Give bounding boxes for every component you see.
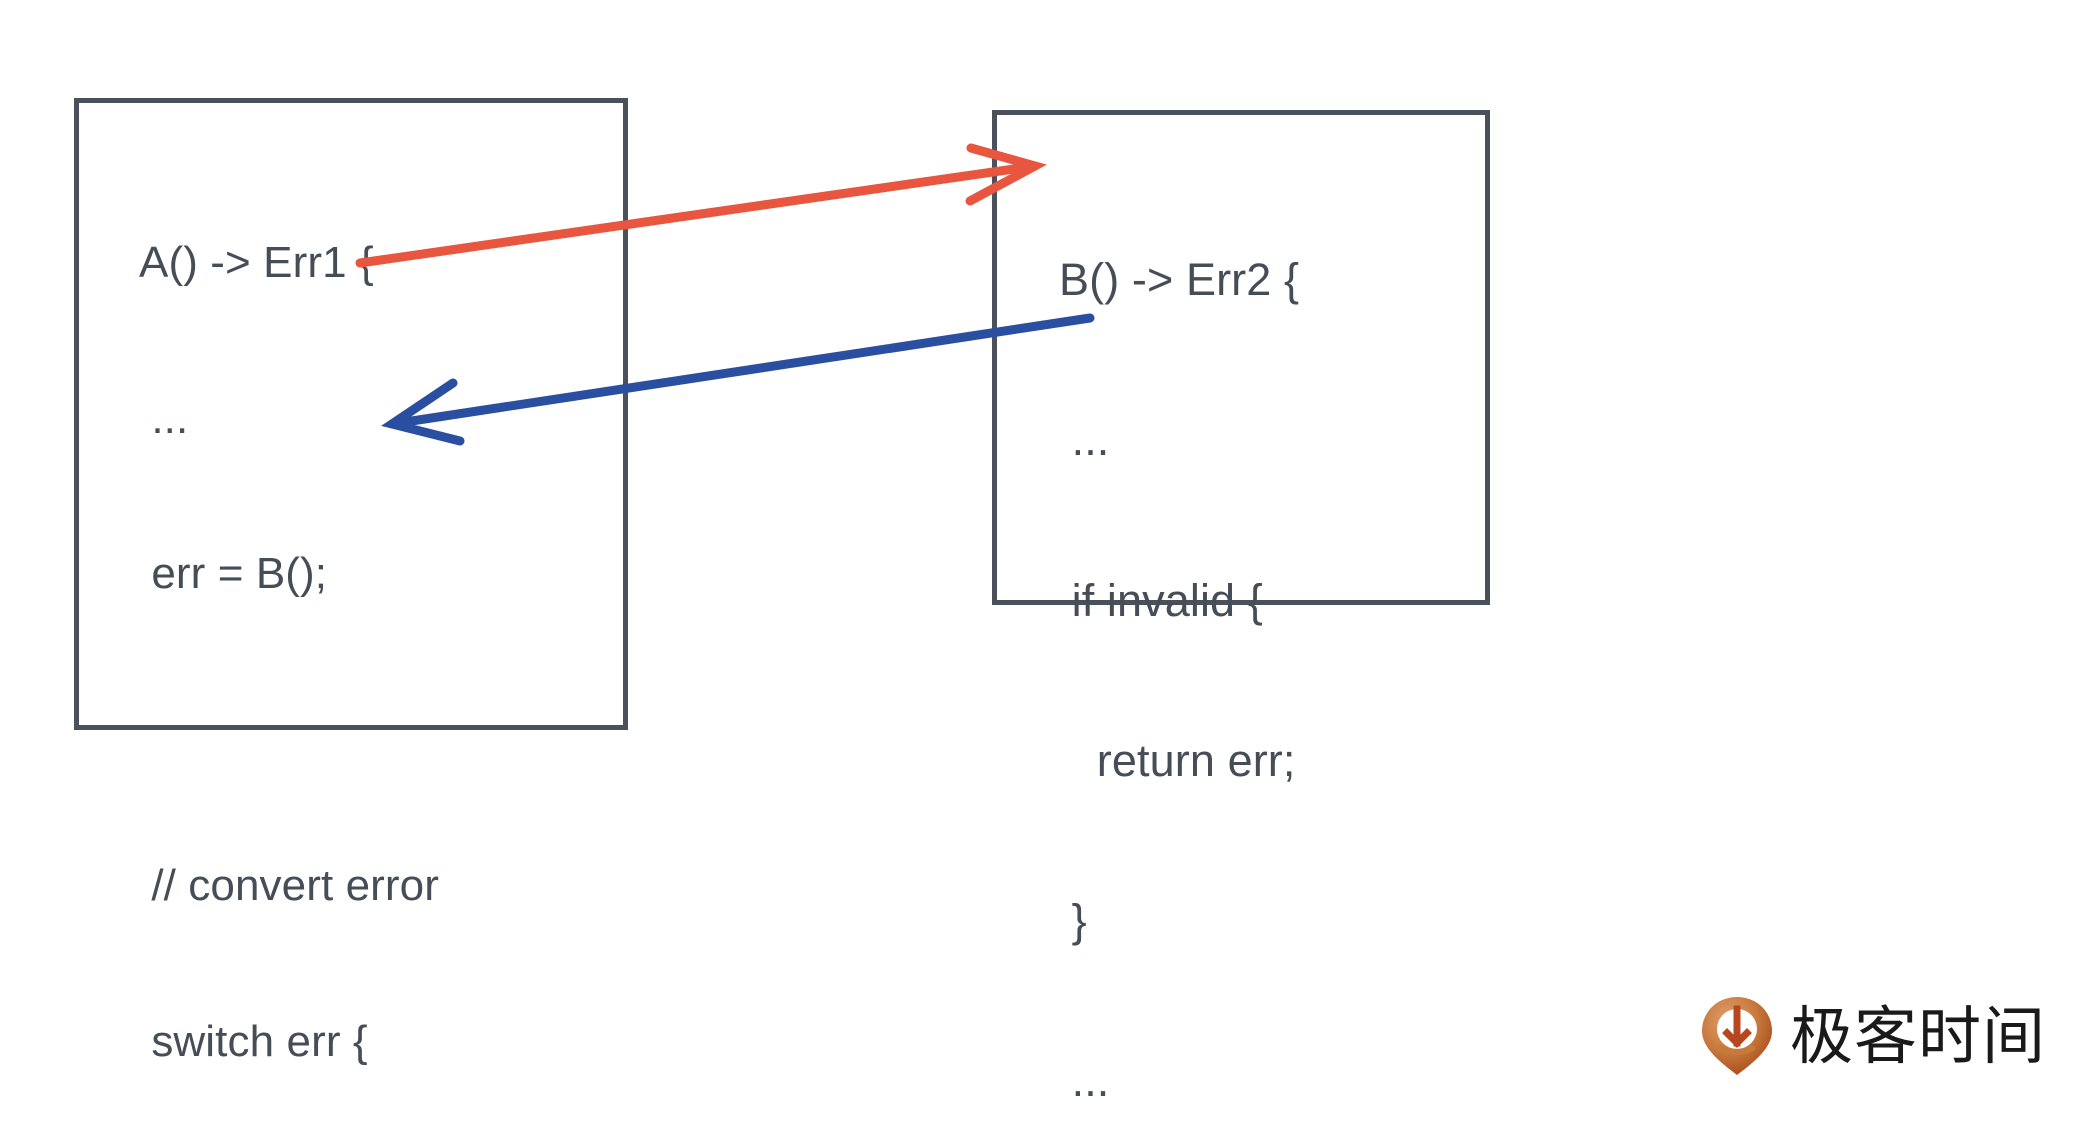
code-line: err = B(); — [139, 549, 328, 599]
code-line: ... — [139, 393, 189, 443]
code-line: if invalid { — [1059, 574, 1263, 626]
function-a-code-lines: A() -> Err1 { ... err = B(); // convert … — [79, 103, 623, 1125]
code-line: // convert error — [139, 861, 440, 911]
watermark-text: 极客时间 — [1790, 999, 2046, 1073]
watermark: 极客时间 — [1700, 996, 2046, 1076]
code-line: } — [1059, 894, 1087, 946]
code-line: ... — [1059, 1055, 1110, 1107]
geektime-logo-icon — [1702, 997, 1772, 1075]
code-line: ... — [1059, 414, 1110, 466]
function-b-code-lines: B() -> Err2 { ... if invalid { return er… — [997, 115, 1485, 1125]
code-line-blank — [139, 704, 623, 756]
function-b-code-block: B() -> Err2 { ... if invalid { return er… — [992, 110, 1490, 1106]
code-line: B() -> Err2 { — [1059, 254, 1300, 306]
function-a-code-block: A() -> Err1 { ... err = B(); // convert … — [74, 98, 628, 1066]
code-line: return err; — [1059, 734, 1296, 786]
code-line: A() -> Err1 { — [139, 237, 374, 287]
code-line: switch err { — [139, 1016, 368, 1066]
